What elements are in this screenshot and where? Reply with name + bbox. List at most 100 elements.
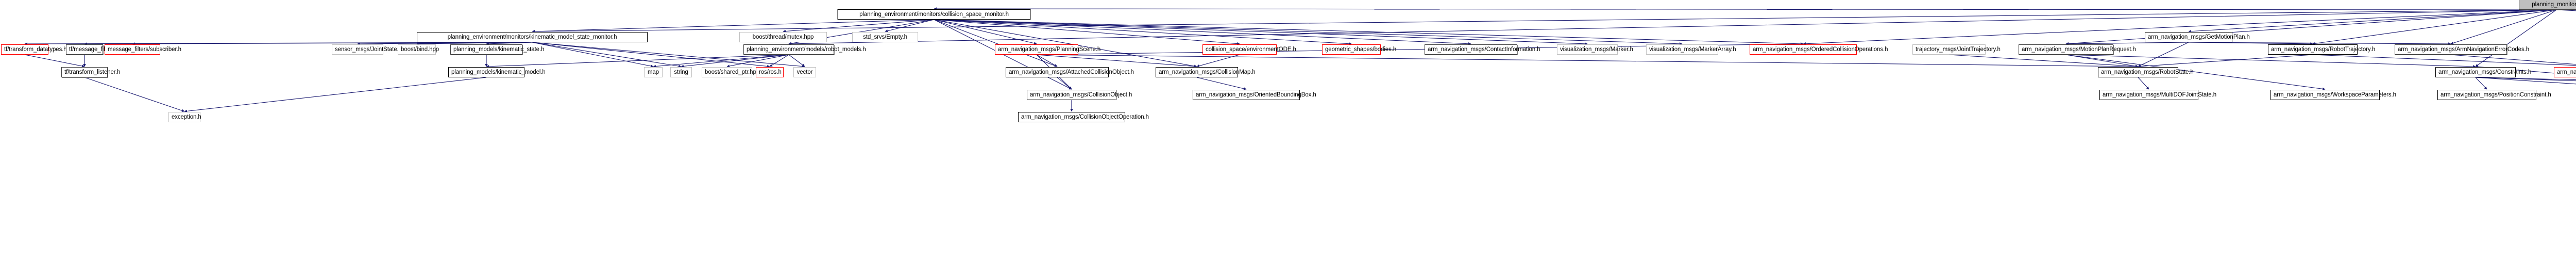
graph-node-n15[interactable]: geometric_shapes/bodies.h bbox=[1322, 44, 1396, 55]
graph-node-n2[interactable]: planning_environment/monitors/collision_… bbox=[837, 9, 1031, 20]
graph-edge-n2-n4 bbox=[783, 19, 935, 33]
graph-node-n36[interactable]: arm_navigation_msgs/MultiDOFJointTraject… bbox=[2554, 67, 2576, 77]
graph-edge-n13-n32 bbox=[1036, 54, 1058, 67]
graph-edge-n34-n39 bbox=[2138, 77, 2149, 90]
graph-edge-n35-n41 bbox=[2475, 77, 2487, 90]
graph-edge-n35-n42 bbox=[2475, 77, 2576, 85]
graph-edge-n0-n24 bbox=[2450, 9, 2557, 45]
graph-edge-n14-n33 bbox=[1196, 54, 1240, 68]
graph-node-n33[interactable]: arm_navigation_msgs/CollisionMap.h bbox=[1156, 67, 1256, 77]
graph-edge-n22-n21 bbox=[2065, 42, 2189, 45]
graph-node-n40[interactable]: arm_navigation_msgs/WorkspaceParameters.… bbox=[2270, 90, 2396, 100]
graph-edge-n0-n22 bbox=[2188, 9, 2557, 33]
graph-node-n3[interactable]: planning_environment/monitors/kinematic_… bbox=[417, 32, 648, 42]
graph-node-n31[interactable]: vector bbox=[793, 67, 816, 77]
graph-edge-n2-n15 bbox=[934, 19, 1352, 45]
graph-node-n35[interactable]: arm_navigation_msgs/Constraints.h bbox=[2435, 67, 2531, 77]
graph-edge-n33-n38 bbox=[1196, 77, 1247, 90]
graph-edge-n0-n23 bbox=[2312, 9, 2557, 45]
graph-edge-n12-n28 bbox=[681, 54, 789, 68]
graph-edge-n2-n14 bbox=[934, 19, 1240, 45]
graph-edge-n32-n37 bbox=[1057, 77, 1072, 90]
graph-node-n39[interactable]: arm_navigation_msgs/MultiDOFJointState.h bbox=[2099, 90, 2216, 100]
graph-node-n5[interactable]: std_srvs/Empty.h bbox=[852, 32, 918, 42]
graph-edge-n26-n46 bbox=[184, 77, 487, 113]
graph-edge-n22-n24 bbox=[2188, 42, 2451, 45]
graph-edge-n12-n30 bbox=[769, 54, 789, 67]
graph-node-n14[interactable]: collision_space/environmentODE.h bbox=[1202, 44, 1296, 55]
graph-edge-n20-n34 bbox=[1948, 54, 2139, 68]
graph-node-n45[interactable]: arm_navigation_msgs/CollisionObjectOpera… bbox=[1018, 112, 1149, 122]
graph-edge-n2-n16 bbox=[934, 19, 1471, 45]
graph-edge-n2-n17 bbox=[934, 19, 1588, 45]
graph-node-n6[interactable]: tf/transform_datatypes.h bbox=[1, 44, 67, 55]
graph-edge-n0-n35 bbox=[2475, 9, 2557, 67]
graph-edge-n3-n28 bbox=[532, 42, 682, 68]
graph-edge-n23-n36 bbox=[2312, 54, 2576, 66]
graph-node-n29[interactable]: boost/shared_ptr.hpp bbox=[702, 67, 759, 77]
graph-edge-n25-n46 bbox=[84, 77, 185, 112]
graph-node-n27[interactable]: map bbox=[644, 67, 663, 77]
graph-edge-n3-n7 bbox=[84, 42, 533, 45]
graph-node-n32[interactable]: arm_navigation_msgs/AttachedCollisionObj… bbox=[1006, 67, 1134, 77]
graph-node-n18[interactable]: visualization_msgs/MarkerArray.h bbox=[1646, 44, 1736, 55]
graph-node-n12[interactable]: planning_environment/models/robot_models… bbox=[743, 44, 866, 55]
graph-node-n17[interactable]: visualization_msgs/Marker.h bbox=[1557, 44, 1633, 55]
graph-edge-n2-n18 bbox=[934, 19, 1683, 45]
graph-node-n25[interactable]: tf/transform_listener.h bbox=[61, 67, 120, 77]
graph-edge-n2-n3 bbox=[532, 19, 935, 33]
graph-edge-n3-n6 bbox=[24, 42, 533, 45]
graph-edge-n22-n34 bbox=[2138, 42, 2189, 67]
graph-node-n13[interactable]: arm_navigation_msgs/PlanningScene.h bbox=[995, 44, 1100, 55]
graph-node-n9[interactable]: sensor_msgs/JointState.h bbox=[332, 44, 402, 55]
graph-node-n30[interactable]: ros/ros.h bbox=[756, 67, 784, 77]
graph-node-n37[interactable]: arm_navigation_msgs/CollisionObject.h bbox=[1027, 90, 1132, 100]
graph-node-n19[interactable]: arm_navigation_msgs/OrderedCollisionOper… bbox=[1750, 44, 1888, 55]
graph-edge-n2-n32 bbox=[934, 19, 1058, 67]
graph-node-n23[interactable]: arm_navigation_msgs/RobotTrajectory.h bbox=[2268, 44, 2375, 55]
graph-edge-n35-n43 bbox=[2475, 77, 2576, 82]
graph-node-n41[interactable]: arm_navigation_msgs/PositionConstraint.h bbox=[2437, 90, 2551, 100]
graph-node-n46[interactable]: exception.h bbox=[168, 112, 201, 122]
graph-edge-n13-n34 bbox=[1036, 54, 2139, 68]
graph-node-n38[interactable]: arm_navigation_msgs/OrientedBoundingBox.… bbox=[1193, 90, 1316, 100]
graph-node-n34[interactable]: arm_navigation_msgs/RobotState.h bbox=[2098, 67, 2194, 77]
graph-node-n24[interactable]: arm_navigation_msgs/ArmNavigationErrorCo… bbox=[2395, 44, 2529, 55]
graph-edge-n0-n21 bbox=[2065, 9, 2557, 45]
graph-edge-n6-n25 bbox=[24, 54, 85, 68]
graph-edge-n2-n13 bbox=[934, 19, 1037, 45]
graph-node-n26[interactable]: planning_models/kinematic_model.h bbox=[448, 67, 546, 77]
graph-edge-n22-n23 bbox=[2188, 42, 2313, 45]
graph-node-n11[interactable]: planning_models/kinematic_state.h bbox=[450, 44, 544, 55]
graph-edge-n0-n3 bbox=[532, 9, 2557, 33]
graph-edge-n12-n29 bbox=[726, 54, 789, 68]
graph-edge-n3-n11 bbox=[486, 42, 533, 45]
graph-edge-n12-n27 bbox=[653, 54, 789, 68]
graph-edge-n12-n26 bbox=[486, 54, 789, 68]
graph-node-n21[interactable]: arm_navigation_msgs/MotionPlanRequest.h bbox=[2019, 44, 2136, 55]
graph-edge-n3-n10 bbox=[416, 42, 533, 45]
graph-node-n28[interactable]: string bbox=[670, 67, 692, 77]
graph-edge-n2-n19 bbox=[934, 19, 1804, 45]
graph-edge-n3-n30 bbox=[532, 42, 770, 68]
graph-edge-n12-n31 bbox=[788, 54, 805, 67]
graph-edge-n3-n27 bbox=[532, 42, 654, 68]
graph-edge-n23-n34 bbox=[2138, 54, 2313, 68]
graph-node-n7[interactable]: tf/message_filter.h bbox=[66, 44, 116, 55]
graph-node-n0[interactable]: planning_monitor.h bbox=[2519, 0, 2576, 10]
graph-edge-n3-n9 bbox=[357, 42, 533, 45]
graph-node-n10[interactable]: boost/bind.hpp bbox=[398, 44, 439, 55]
graph-edge-n0-n2 bbox=[934, 7, 2557, 10]
graph-edge-n13-n33 bbox=[1036, 54, 1197, 68]
graph-edge-n21-n35 bbox=[2065, 54, 2476, 68]
graph-edge-n0-n12 bbox=[788, 9, 2557, 45]
graph-node-n22[interactable]: arm_navigation_msgs/GetMotionPlan.h bbox=[2145, 32, 2250, 42]
graph-node-n16[interactable]: arm_navigation_msgs/ContactInformation.h bbox=[1425, 44, 1540, 55]
graph-edge-n24-n36 bbox=[2450, 54, 2576, 65]
graph-edge-n2-n5 bbox=[885, 19, 935, 32]
graph-edge-n35-n44 bbox=[2475, 77, 2576, 80]
graph-node-n4[interactable]: boost/thread/mutex.hpp bbox=[739, 32, 827, 42]
graph-node-n20[interactable]: trajectory_msgs/JointTrajectory.h bbox=[1912, 44, 2001, 55]
graph-node-n8[interactable]: message_filters/subscriber.h bbox=[105, 44, 181, 55]
